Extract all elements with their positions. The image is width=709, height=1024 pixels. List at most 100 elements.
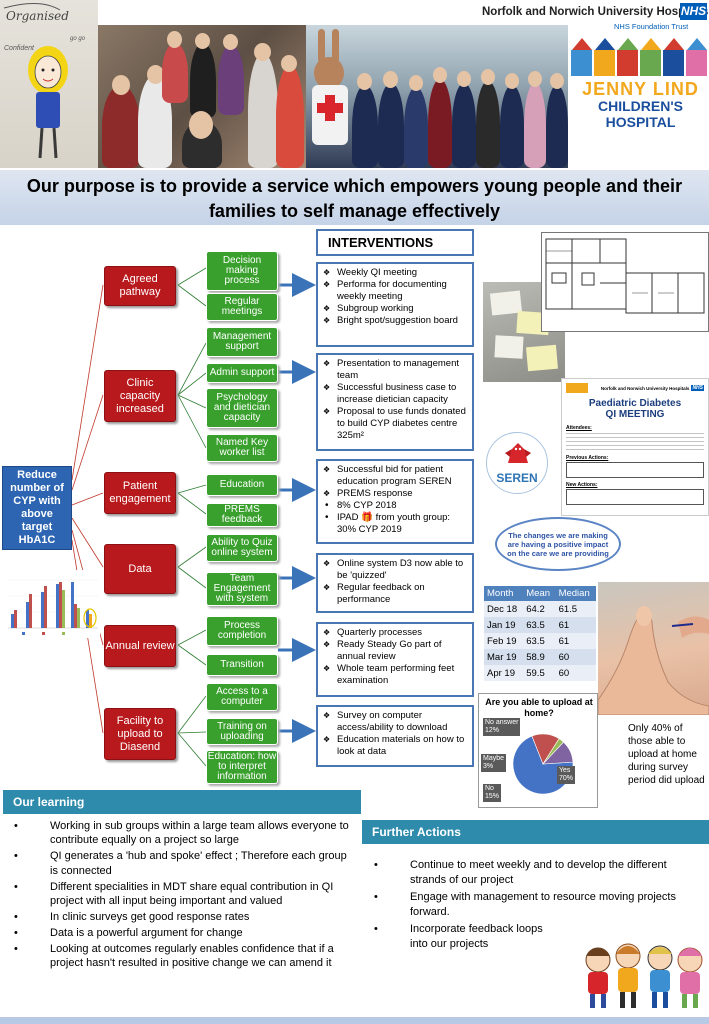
list-item: In clinic surveys get good response rate… — [10, 910, 355, 925]
minutes-new-actions: New Actions: — [566, 482, 598, 488]
speech-bubble: The changes we are making are having a p… — [495, 517, 621, 571]
list-item: Engage with management to resource movin… — [370, 890, 705, 920]
secondary-quiz-online: Ability to Quiz online system — [206, 534, 278, 562]
list-item: Working in sub groups within a large tea… — [10, 819, 355, 848]
intervention-item: Weekly QI meeting — [323, 267, 468, 279]
cell: 63.5 — [523, 633, 556, 649]
secondary-regular-meetings: Regular meetings — [206, 293, 278, 321]
minutes-attendees-label: Attendees: — [566, 425, 592, 431]
intervention-item: Ready Steady Go part of annual review — [323, 639, 468, 663]
intervention-item: Successful bid for patient education pro… — [323, 464, 468, 488]
secondary-education: Education — [206, 474, 278, 496]
intervention-box-4: Online system D3 now able to be 'quizzed… — [316, 553, 474, 613]
secondary-transition: Transition — [206, 654, 278, 676]
qi-meeting-minutes: Norfolk and Norwich University Hospitals… — [561, 378, 709, 516]
intervention-box-1: Weekly QI meeting Performa for documenti… — [316, 262, 474, 347]
hospital-name: Norfolk and Norwich University Hospitals — [482, 6, 709, 18]
intervention-item: PREMS response — [323, 488, 468, 500]
intervention-item: Online system D3 now able to be 'quizzed… — [323, 558, 468, 582]
nursing-team-photo — [306, 25, 568, 168]
secondary-psychology-dietician: Psychology and dietician capacity — [206, 388, 278, 428]
minutes-nhs-logo: NHS — [691, 385, 704, 391]
cell: Apr 19 — [484, 665, 524, 681]
intervention-item: Subgroup working — [323, 303, 468, 315]
intervention-box-2: Presentation to management team Successf… — [316, 353, 474, 451]
children-illustration — [582, 930, 706, 1012]
further-actions-heading: Further Actions — [362, 820, 709, 844]
intervention-box-5: Quarterly processes Ready Steady Go part… — [316, 622, 474, 697]
cell: 59.5 — [523, 665, 556, 681]
intervention-item: IPAD 🎁 from youth group: 30% CYP 2019 — [323, 512, 468, 536]
logo-line-1: JENNY LIND — [582, 79, 699, 99]
intervention-box-6: Survey on computer access/ability to dow… — [316, 705, 474, 767]
further-actions-list: Continue to meet weekly and to develop t… — [370, 858, 705, 954]
list-item: Data is a powerful argument for change — [10, 926, 355, 941]
minutes-title-2: QI MEETING — [605, 409, 665, 420]
secondary-management-support: Management support — [206, 327, 278, 357]
interventions-title: INTERVENTIONS — [316, 229, 474, 256]
secondary-decision-making: Decision making process — [206, 251, 278, 291]
driver-clinic-capacity: Clinic capacity increased — [104, 370, 176, 422]
cell: Dec 18 — [484, 601, 524, 617]
svg-text:Organised: Organised — [6, 9, 69, 23]
cell: 63.5 — [523, 617, 556, 633]
upload-note: Only 40% of those able to upload at home… — [628, 723, 705, 786]
our-learning-list: Working in sub groups within a large tea… — [10, 819, 355, 972]
whiteboard-drawing-photo: Organised Confident go go — [0, 0, 98, 168]
intervention-item: 8% CYP 2018 — [323, 500, 468, 512]
minutes-title-1: Paediatric Diabetes — [588, 398, 682, 409]
secondary-training-uploading: Training on uploading — [206, 718, 278, 745]
col-median: Median — [555, 586, 596, 601]
list-item: Looking at outcomes regularly enables co… — [10, 942, 355, 971]
list-item: Continue to meet weekly and to develop t… — [370, 858, 705, 888]
secondary-education-interpret: Education: how to interpret information — [206, 750, 278, 784]
intervention-item: Survey on computer access/ability to dow… — [323, 710, 468, 734]
team-group-photo — [98, 25, 306, 168]
logo-line-2: CHILDREN'S HOSPITAL — [598, 98, 683, 130]
pie-title: Are you able to upload at home? — [485, 697, 593, 718]
intervention-item: Quarterly processes — [323, 627, 468, 639]
cell: Feb 19 — [484, 633, 524, 649]
minutes-hospital: Norfolk and Norwich University Hospitals — [600, 385, 690, 391]
foot-examination-photo — [597, 582, 709, 716]
our-learning-heading: Our learning — [3, 790, 361, 814]
hba1c-bar-chart-thumbnail — [2, 570, 100, 638]
svg-text:Confident: Confident — [4, 45, 35, 52]
secondary-access-computer: Access to a computer — [206, 683, 278, 711]
cell: 64.2 — [523, 601, 556, 617]
intervention-item: Presentation to management team — [323, 358, 468, 382]
intervention-item: Successful business case to increase die… — [323, 382, 468, 406]
list-item: QI generates a 'hub and spoke' effect ; … — [10, 849, 355, 878]
beach-huts-graphic — [571, 38, 707, 80]
footer-bar — [0, 1017, 709, 1024]
purpose-line-2: families to self manage effectively — [208, 201, 501, 221]
seren-text: SEREN — [496, 471, 538, 485]
purpose-banner: Our purpose is to provide a service whic… — [0, 170, 709, 225]
cell: 60 — [555, 649, 596, 665]
minutes-previous-actions: Previous Actions: — [566, 455, 609, 461]
svg-text:go go: go go — [70, 36, 86, 42]
seren-logo: SEREN — [486, 432, 548, 494]
intervention-item: Bright spot/suggestion board — [323, 315, 468, 327]
cell: 61.5 — [555, 601, 596, 617]
intervention-box-3: Successful bid for patient education pro… — [316, 459, 474, 544]
col-month: Month — [484, 586, 524, 601]
driver-annual-review: Annual review — [104, 625, 176, 667]
list-item: Incorporate feedback loops into our proj… — [370, 922, 705, 952]
secondary-admin-support: Admin support — [206, 363, 278, 383]
intervention-item: Proposal to use funds donated to build C… — [323, 406, 468, 442]
nhs-logo: NHS — [680, 3, 707, 20]
col-mean: Mean — [523, 586, 556, 601]
secondary-prems-feedback: PREMS feedback — [206, 503, 278, 527]
trust-name: NHS Foundation Trust — [614, 22, 689, 31]
driver-patient-engagement: Patient engagement — [104, 472, 176, 514]
